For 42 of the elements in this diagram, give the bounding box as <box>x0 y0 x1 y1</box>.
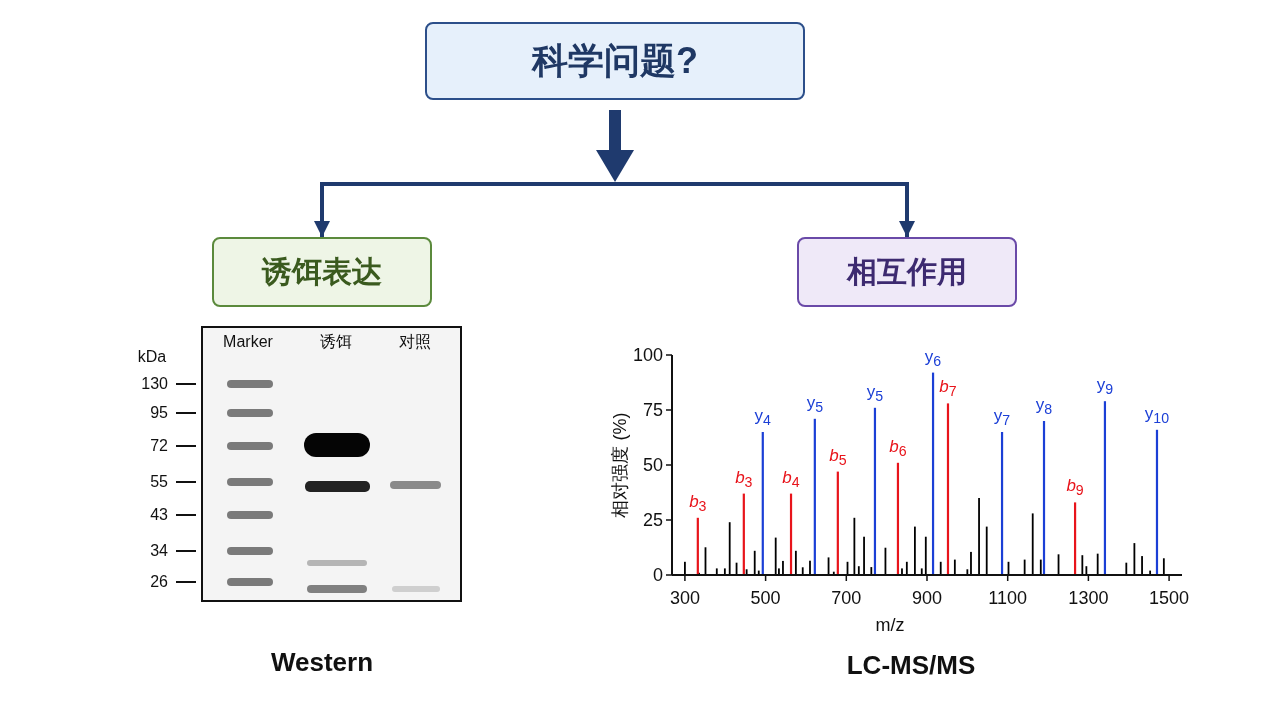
tick-label: 700 <box>831 587 862 609</box>
ion-label: y$_{7}$ <box>993 405 1011 429</box>
ion-label: y$_{5}$ <box>866 381 884 404</box>
tick-label: 500 <box>750 587 781 609</box>
tick-label: 1300 <box>1068 587 1109 609</box>
ion-label: y$_{4}$ <box>754 405 771 429</box>
ion-label: b$_{5}$ <box>829 445 847 468</box>
tick-label: 300 <box>669 587 700 609</box>
ion-label: b$_{4}$ <box>782 467 800 490</box>
axis-title: m/z <box>875 614 905 636</box>
size-label: 34 <box>150 542 168 560</box>
size-label: 43 <box>150 506 168 524</box>
tick-label: 1500 <box>1149 587 1190 609</box>
axis-title: 相对强度 (%) <box>609 412 631 518</box>
size-label: 26 <box>150 573 168 591</box>
tick-label: 1100 <box>988 587 1028 609</box>
tick-label: 25 <box>642 509 663 531</box>
tick-label: 900 <box>912 587 942 609</box>
ion-label: b$_{9}$ <box>1066 476 1084 499</box>
panel-caption: Western <box>270 646 374 678</box>
ion-label: y$_{8}$ <box>1035 394 1053 418</box>
tick-label: 75 <box>642 399 663 421</box>
tick-label: 50 <box>642 454 663 476</box>
unit-label: kDa <box>137 348 167 366</box>
panel-caption: LC-MS/MS <box>846 649 976 681</box>
lane-label: 诱饵 <box>320 331 352 352</box>
size-label: 95 <box>150 404 168 422</box>
ion-label: y$_{5}$ <box>806 392 823 415</box>
size-label: 72 <box>150 437 168 455</box>
size-label: 55 <box>150 473 168 491</box>
ion-label: b$_{3}$ <box>689 491 707 514</box>
size-label: 130 <box>141 375 168 393</box>
lane-label: 对照 <box>399 331 431 352</box>
tick-label: 0 <box>653 564 663 586</box>
lane-label: Marker <box>223 333 273 351</box>
tick-label: 100 <box>632 344 663 366</box>
ion-label: y$_{9}$ <box>1096 375 1114 398</box>
ion-label: y$_{10}$ <box>1144 403 1170 426</box>
ion-label: b$_{7}$ <box>939 377 957 400</box>
ion-label: y$_{6}$ <box>924 346 942 369</box>
ion-label: b$_{3}$ <box>735 467 753 490</box>
ion-label: b$_{6}$ <box>889 436 907 459</box>
